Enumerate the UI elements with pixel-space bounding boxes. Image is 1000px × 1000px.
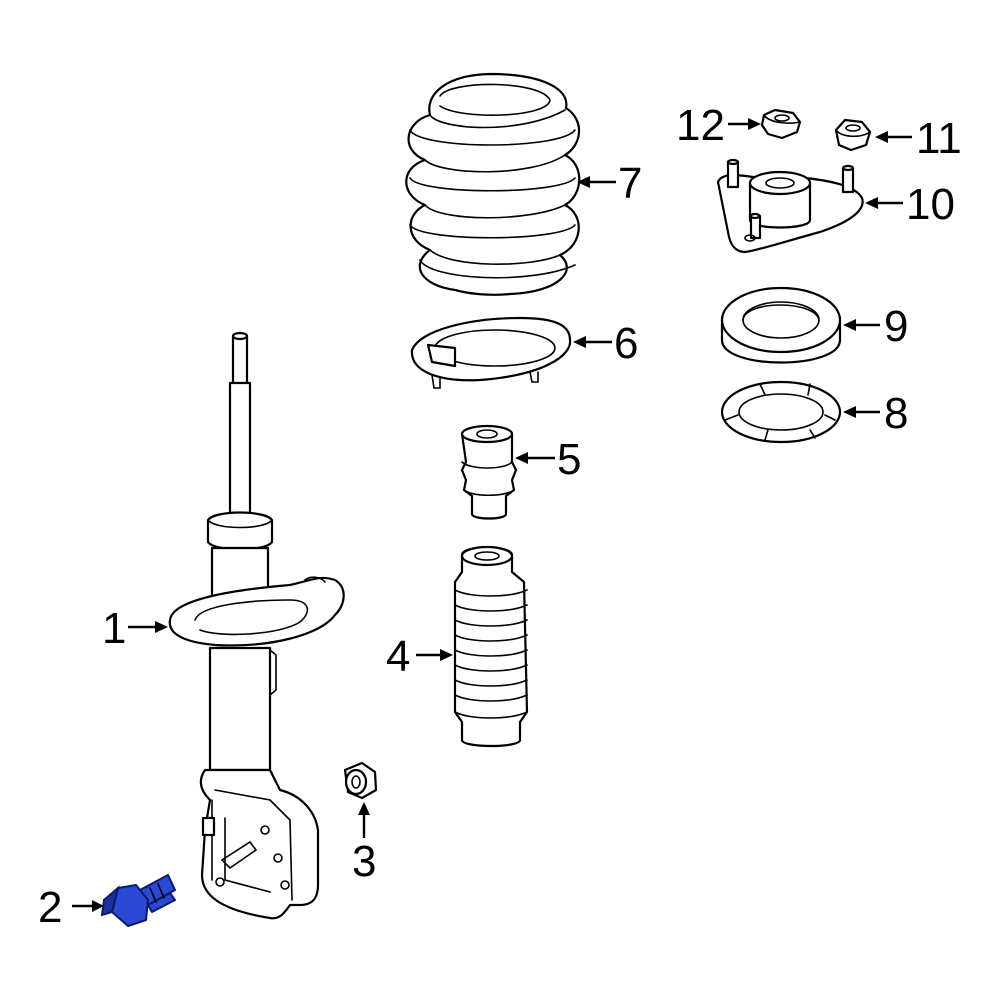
callout-10: 10 [906,180,955,229]
callout-4: 4 [386,632,410,681]
callout-9: 9 [884,302,908,351]
upper-spring-seat[interactable] [720,286,842,364]
callout-12: 12 [676,101,725,150]
nut[interactable] [343,761,378,800]
mount-nut-right[interactable] [834,118,872,152]
callout-2: 2 [38,883,62,932]
bearing[interactable] [720,380,842,444]
callout-3: 3 [352,837,376,886]
strut-bolt[interactable] [100,874,176,927]
callout-arrows [72,118,912,912]
coil-spring[interactable] [405,72,581,296]
callout-11: 11 [916,114,962,163]
lower-spring-seat[interactable] [410,316,572,389]
callout-1: 1 [102,604,126,653]
callout-7: 7 [618,159,642,208]
dust-boot[interactable] [453,545,529,748]
strut-mount[interactable] [716,158,864,254]
callout-8: 8 [884,389,908,438]
callout-labels: 1 2 3 4 5 6 7 8 9 10 11 12 [38,101,962,932]
strut-assembly[interactable] [168,331,345,920]
mount-nut-left[interactable] [760,108,802,140]
callout-5: 5 [557,435,581,484]
bump-stop[interactable] [460,424,518,520]
callout-6: 6 [614,319,638,368]
